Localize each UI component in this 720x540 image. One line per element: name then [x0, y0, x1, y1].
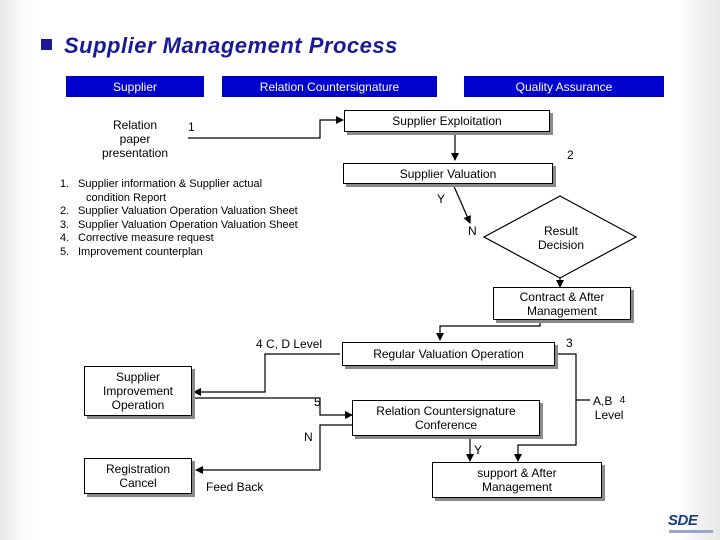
document-num: 3. [60, 218, 70, 231]
result-decision-diamond [482, 195, 638, 279]
node-supplier-improvement: Supplier Improvement Operation [84, 366, 192, 416]
label-level-cd: 4 C, D Level [256, 337, 323, 351]
document-item: 1. Supplier information & Supplier actual [60, 178, 298, 192]
document-item: 4. Corrective measure request [60, 232, 298, 246]
document-num: 5. [60, 245, 70, 258]
document-text: Supplier information & Supplier actual [78, 178, 263, 190]
result-decision-line1: Result [543, 224, 578, 238]
company-logo: SDE [668, 512, 698, 529]
page-title: Supplier Management Process [64, 33, 398, 58]
label-step5: 5 [314, 395, 321, 409]
document-item: 2. Supplier Valuation Operation Valuation… [60, 205, 298, 219]
label-step2: 2 [567, 148, 574, 162]
relation-conference-line1: Relation Countersignature [376, 404, 516, 418]
label-level-ab-line2: Level [594, 408, 624, 422]
document-num: 2. [60, 205, 70, 218]
connector-feedback [195, 440, 321, 474]
connector-valuation-decision [451, 181, 471, 224]
label-level-ab-num: 4 [619, 395, 626, 406]
node-relation-paper: Relation paper presentation [82, 116, 188, 162]
relation-conference-line2: Conference [414, 418, 478, 432]
label-yes2: Y [474, 443, 483, 457]
node-relation-conference: Relation Countersignature Conference [352, 400, 540, 436]
title-bullet-icon [41, 39, 52, 50]
document-item: 3. Supplier Valuation Operation Valuation… [60, 219, 298, 233]
node-contract-after: Contract & After Management [493, 287, 631, 320]
company-logo-underline [669, 530, 713, 533]
connector-step1 [182, 116, 344, 139]
contract-after-line1: Contract & After [519, 289, 605, 304]
label-no1: N [468, 224, 477, 238]
document-list: 1. Supplier information & Supplier actual… [60, 178, 298, 260]
document-num: 4. [60, 232, 70, 245]
node-relation-paper-line1: Relation [112, 118, 158, 132]
registration-cancel-line1: Registration [105, 462, 171, 476]
label-feed-back: Feed Back [206, 480, 264, 494]
label-yes1: Y [437, 192, 446, 206]
document-num: 1. [60, 178, 70, 190]
lane-header-quality: Quality Assurance [464, 76, 664, 97]
document-text: Supplier Valuation Operation Valuation S… [78, 218, 298, 231]
supplier-improvement-line3: Operation [111, 398, 165, 412]
node-registration-cancel: Registration Cancel [84, 458, 192, 494]
node-result-decision: Result Decision [516, 222, 606, 254]
node-support-after: support & After Management [432, 462, 602, 498]
support-after-line2: Management [481, 480, 553, 494]
node-supplier-exploitation: Supplier Exploitation [344, 110, 550, 132]
label-level-ab: A,B 4 Level [593, 394, 625, 422]
document-text: Improvement counterplan [78, 245, 203, 258]
connector-contract-regular [436, 320, 541, 341]
document-text-cont: condition Report [86, 191, 167, 204]
supplier-improvement-line1: Supplier [115, 370, 161, 384]
connector-step3 [555, 353, 577, 393]
connector-ab-level [575, 393, 590, 401]
node-relation-paper-line2: paper [119, 132, 151, 146]
document-item-continuation: condition Report [60, 192, 298, 206]
node-regular-valuation: Regular Valuation Operation [342, 342, 555, 366]
connector-step5 [194, 397, 353, 419]
node-relation-paper-line3: presentation [101, 146, 169, 160]
result-decision-line2: Decision [537, 238, 585, 252]
supplier-improvement-line2: Improvement [102, 384, 174, 398]
connector-cd-level [193, 353, 340, 396]
connector-ab-down [514, 400, 577, 462]
label-step1: 1 [188, 120, 195, 134]
document-text: Supplier Valuation Operation Valuation S… [78, 205, 298, 218]
node-supplier-valuation: Supplier Valuation [343, 163, 553, 184]
label-no2: N [304, 430, 313, 444]
label-step3: 3 [566, 336, 573, 350]
connector-conference-no [319, 424, 352, 440]
document-text: Corrective measure request [78, 232, 214, 245]
support-after-line1: support & After [477, 466, 557, 480]
contract-after-line2: Management [526, 303, 598, 318]
lane-header-supplier: Supplier [66, 76, 204, 97]
document-item: 5. Improvement counterplan [60, 246, 298, 260]
label-level-ab-line1: A,B [593, 394, 613, 408]
lane-header-relation: Relation Countersignature [222, 76, 437, 97]
registration-cancel-line2: Cancel [119, 476, 157, 490]
